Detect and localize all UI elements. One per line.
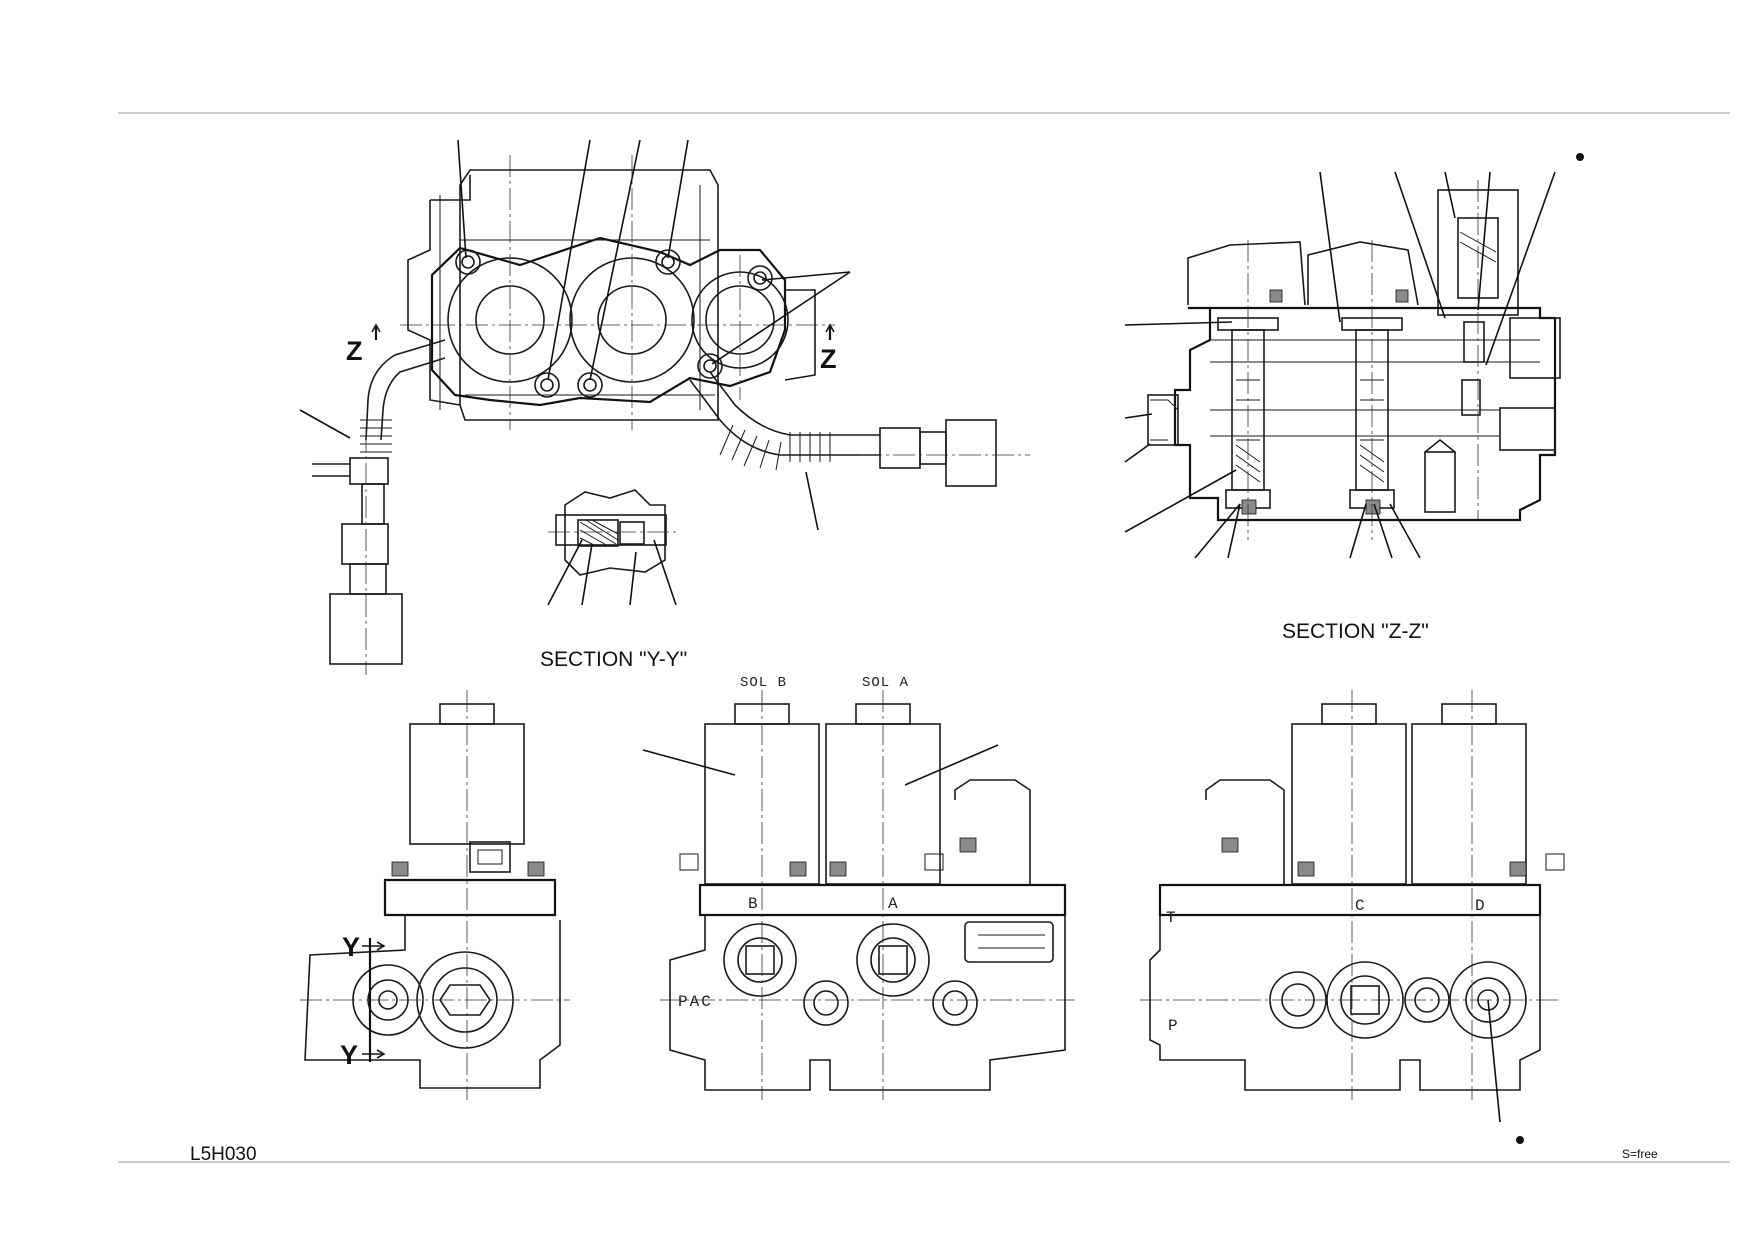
section-zz-title: SECTION "Z-Z" xyxy=(1282,620,1429,643)
section-zz-view: SECTION "Z-Z" xyxy=(1124,153,1584,643)
cut-z-right-label: Z xyxy=(820,344,837,374)
sol-a-label: SOL A xyxy=(862,675,909,691)
section-yy-view: SECTION "Y-Y" xyxy=(540,489,687,671)
cut-z-left-label: Z xyxy=(346,336,363,366)
cut-y-lower-label: Y xyxy=(340,1040,358,1070)
port-p-label: P xyxy=(1168,1017,1180,1035)
port-b-label: B xyxy=(748,895,760,913)
flange-bolts xyxy=(455,249,773,398)
sol-b-label: SOL B xyxy=(740,675,787,691)
port-a-label: A xyxy=(888,895,900,913)
reference-dot-lower xyxy=(1516,1136,1524,1144)
top-view-leaders xyxy=(299,139,851,531)
side-view: Y Y xyxy=(300,690,570,1100)
port-t-label: T xyxy=(1166,909,1178,927)
rear-view: C D T P xyxy=(1140,690,1565,1144)
section-yy-title: SECTION "Y-Y" xyxy=(540,648,687,671)
front-view: SOL B SOL A B A PAC xyxy=(642,675,1075,1100)
pac-label: PAC xyxy=(678,993,713,1011)
top-view: Z Z xyxy=(299,139,1030,675)
scale-note: S=free xyxy=(1622,1147,1658,1161)
port-d-label: D xyxy=(1475,897,1487,915)
port-c-label: C xyxy=(1355,897,1367,915)
section-zz-leaders xyxy=(1124,171,1556,559)
drawing-code: L5H030 xyxy=(190,1144,257,1165)
cut-y-upper-label: Y xyxy=(342,932,360,962)
reference-dot xyxy=(1576,153,1584,161)
